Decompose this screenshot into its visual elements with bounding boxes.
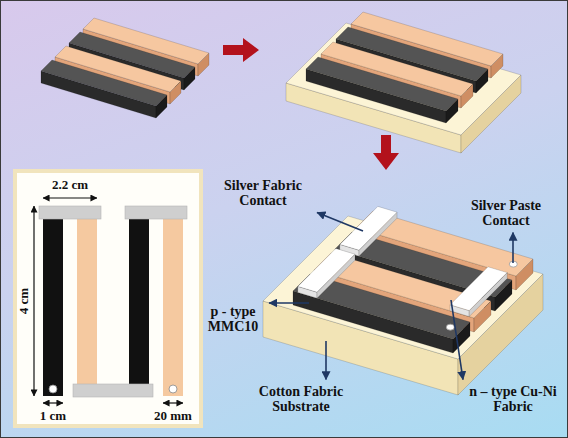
leader-arrow <box>512 232 514 263</box>
p-type-bar <box>41 60 167 118</box>
p-type-bar <box>306 57 458 123</box>
contact-strip <box>39 206 101 219</box>
dimension-label: 2.2 cm <box>52 178 88 192</box>
callout-label: Cotton Fabric Substrate <box>249 384 353 415</box>
p-type-bar-top <box>306 57 458 111</box>
dimension-arrow <box>163 402 183 403</box>
dimension-label: 4 cm <box>17 288 31 314</box>
silver-fabric-contact <box>298 248 355 298</box>
n-type-strip <box>163 206 183 396</box>
dimension-label: 20 mm <box>154 409 192 423</box>
silver-fabric-contact-top <box>340 206 397 250</box>
silver-fabric-contact <box>450 267 507 317</box>
top-view <box>15 171 201 426</box>
silver-fabric-contact-top <box>298 248 355 292</box>
process-arrow <box>223 38 259 62</box>
callout-label: p - type MMC10 <box>201 304 265 335</box>
callout-label: n – type Cu-Ni Fabric <box>467 384 559 415</box>
process-arrow <box>373 135 399 170</box>
callout-label: Silver Paste Contact <box>459 198 554 229</box>
p-type-strip <box>129 206 149 396</box>
silver-paste-dot <box>169 385 177 393</box>
p-type-bar-top <box>41 60 167 106</box>
contact-strip <box>125 206 187 219</box>
leader-arrow <box>325 341 327 380</box>
cotton-substrate <box>286 23 521 153</box>
device-step <box>263 206 543 395</box>
legs-step <box>41 18 209 118</box>
dimension-arrow <box>43 402 63 403</box>
p-type-strip <box>43 206 63 396</box>
n-type-strip <box>77 206 97 396</box>
top-view-panel <box>15 171 201 426</box>
dimension-label: 1 cm <box>40 409 66 423</box>
leader-arrow <box>317 212 363 231</box>
substrate-step <box>286 12 521 153</box>
silver-paste-dot <box>49 385 57 393</box>
silver-fabric-contact-top <box>450 267 507 311</box>
silver-fabric-contact <box>340 206 397 256</box>
dimension-arrow <box>33 206 34 396</box>
dimension-arrow <box>43 197 97 198</box>
contact-strip <box>73 384 153 397</box>
leader-arrow <box>451 300 463 380</box>
callout-label: Silver Fabric Contact <box>213 178 313 209</box>
leader-arrow <box>269 302 309 304</box>
silver-paste-dot <box>446 324 454 330</box>
cotton-substrate <box>263 216 543 395</box>
